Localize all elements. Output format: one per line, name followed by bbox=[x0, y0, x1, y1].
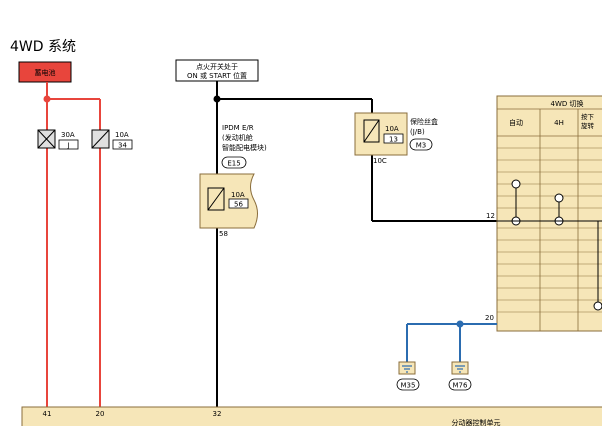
fuse-30a-code: J bbox=[66, 142, 69, 150]
ipdm-connector: E15 bbox=[227, 160, 240, 168]
switch-col-4h: 4H bbox=[554, 119, 564, 127]
ipdm-line2: (发动机舱 bbox=[222, 133, 253, 142]
fuse-block-amps: 10A bbox=[385, 125, 399, 133]
ipdm-line3: 智能配电模块) bbox=[222, 143, 267, 152]
fuse-block-code: 13 bbox=[389, 136, 398, 144]
blue-wires bbox=[406, 323, 497, 362]
ignition-note-line1: 点火开关处于 bbox=[196, 62, 238, 71]
battery-label: 蓄电池 bbox=[35, 68, 56, 77]
ignition-note: 点火开关处于 ON 或 START 位置 bbox=[175, 59, 259, 82]
terminal-20-unit: 20 bbox=[96, 410, 105, 418]
switch-panel-grid bbox=[497, 147, 602, 313]
fuse-block-name: 保险丝盒 bbox=[410, 117, 438, 126]
page-title: 4WD 系统 bbox=[10, 39, 76, 55]
ground-m76[interactable]: M76 bbox=[448, 361, 472, 391]
fuse-block-sub: (J/B) bbox=[410, 128, 425, 136]
control-unit[interactable]: 41 20 32 分动器控制单元 bbox=[21, 406, 602, 426]
battery-box bbox=[18, 61, 72, 83]
ipdm-fuse-amps: 10A bbox=[231, 191, 245, 199]
fuse-30a[interactable]: 30A J bbox=[37, 129, 79, 150]
blue-splice bbox=[456, 320, 464, 328]
fuse-10a-34-code: 34 bbox=[118, 142, 127, 150]
switch-col-lock-1: 按下 bbox=[581, 112, 595, 121]
fuse-30a-amps: 30A bbox=[61, 131, 75, 139]
ipdm-terminal: 58 bbox=[219, 230, 228, 238]
black-splice bbox=[213, 95, 221, 103]
battery[interactable]: 蓄电池 bbox=[18, 61, 72, 83]
terminal-41: 41 bbox=[43, 410, 52, 418]
ipdm-label: IPDM E/R (发动机舱 智能配电模块) E15 bbox=[221, 124, 267, 169]
fuse-block-label: 保险丝盒 (J/B) M3 bbox=[409, 117, 438, 151]
fuse-block-terminal: 10C bbox=[373, 157, 387, 165]
control-unit-label: 分动器控制单元 bbox=[452, 418, 501, 426]
red-splice bbox=[43, 95, 51, 103]
fuse-block-connector: M3 bbox=[416, 142, 427, 150]
ground-m35-label: M35 bbox=[401, 382, 416, 390]
terminal-20-switch: 20 bbox=[485, 314, 494, 322]
black-wires bbox=[216, 81, 497, 407]
switch-panel[interactable]: 4WD 切换 自动 4H 按下 旋转 bbox=[496, 95, 602, 332]
ipdm-line1: IPDM E/R bbox=[222, 124, 254, 132]
terminal-32: 32 bbox=[213, 410, 222, 418]
ipdm-module[interactable]: 10A 56 58 bbox=[199, 173, 258, 238]
ignition-note-line2: ON 或 START 位置 bbox=[187, 71, 247, 80]
terminal-12: 12 bbox=[486, 212, 495, 220]
ground-m35[interactable]: M35 bbox=[396, 361, 420, 391]
switch-col-auto: 自动 bbox=[509, 118, 523, 127]
fuse-block[interactable]: 10A 13 10C bbox=[354, 112, 408, 165]
fuse-10a-34[interactable]: 10A 34 bbox=[91, 129, 133, 150]
fuse-10a-34-amps: 10A bbox=[115, 131, 129, 139]
ground-m76-label: M76 bbox=[453, 382, 468, 390]
ipdm-fuse-code: 56 bbox=[234, 201, 243, 209]
switch-panel-header: 4WD 切换 bbox=[551, 99, 584, 108]
switch-col-lock-2: 旋转 bbox=[581, 121, 595, 130]
